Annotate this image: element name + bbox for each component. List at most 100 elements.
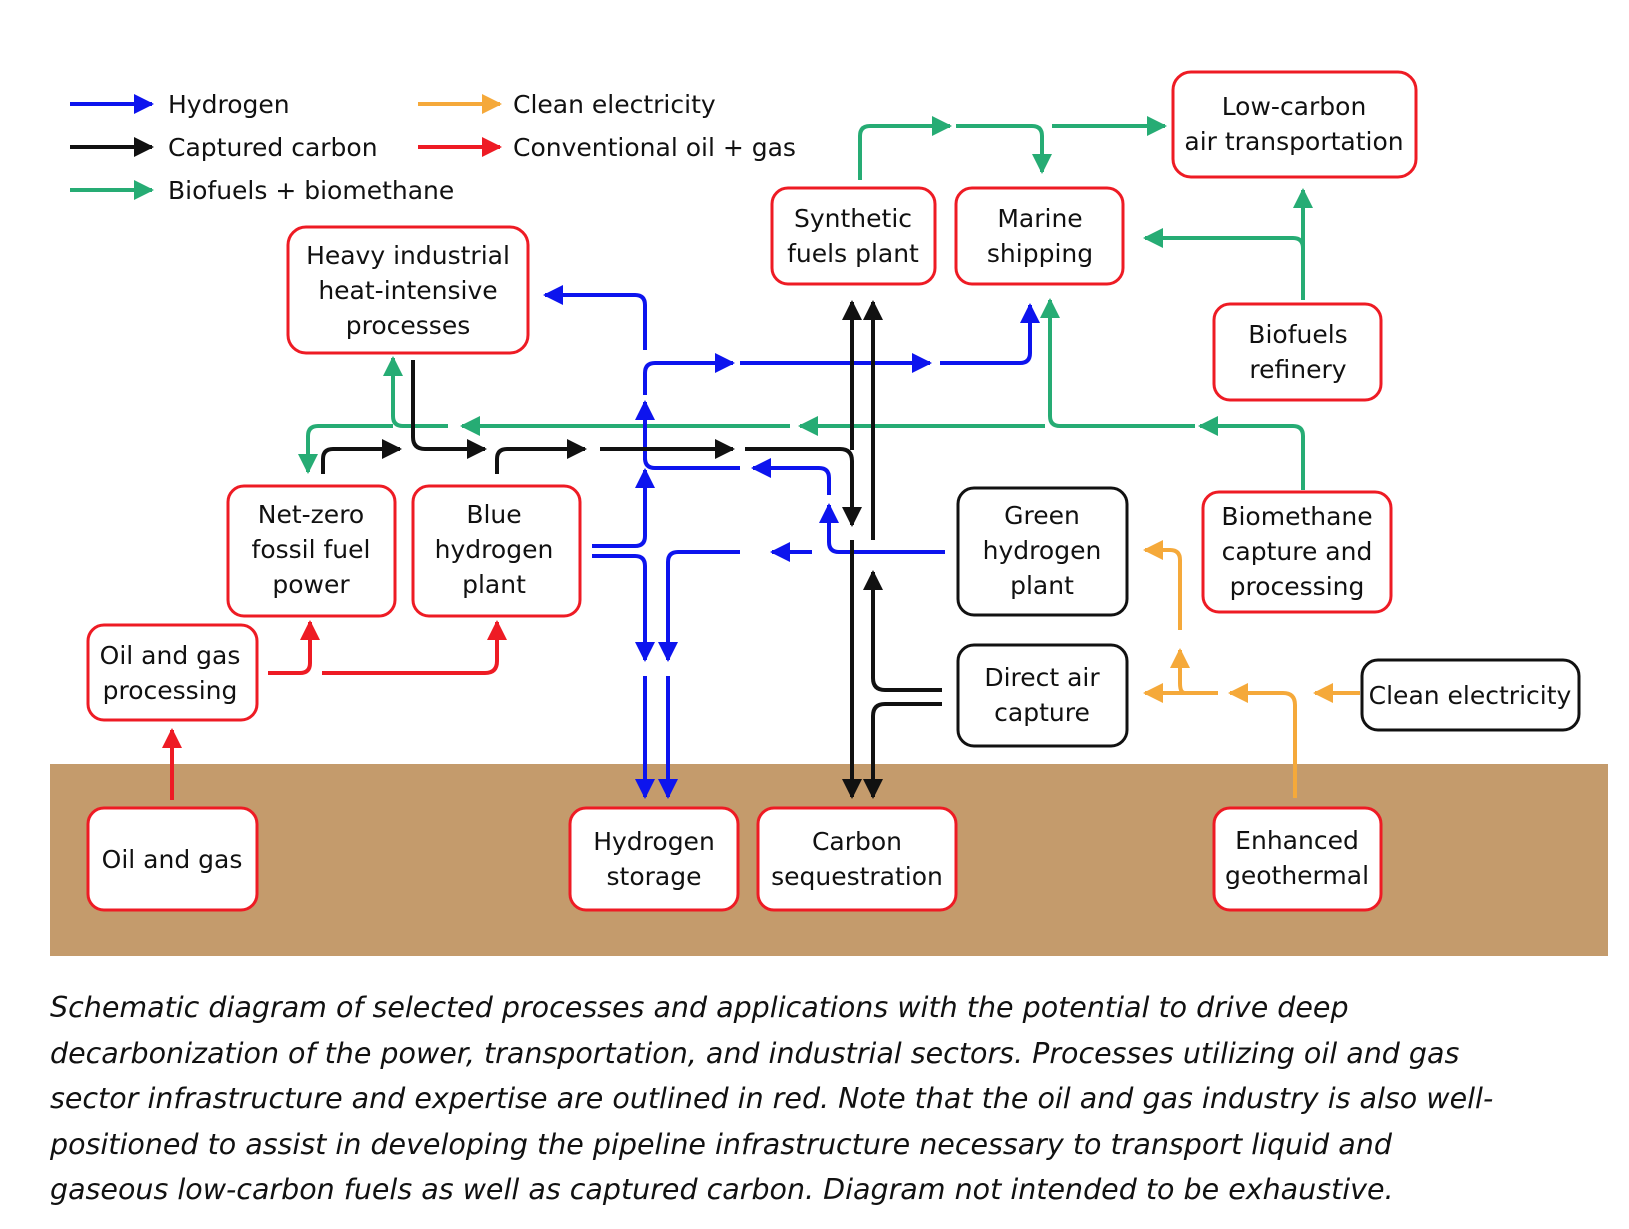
legend-item-biofuels: Biofuels + biomethane: [70, 176, 454, 205]
legend-label-hydrogen: Hydrogen: [168, 90, 290, 119]
legend-item-hydrogen: Hydrogen: [70, 90, 290, 119]
node-label-heavy-industrial-1: Heavy industrial: [306, 241, 510, 270]
node-label-heavy-industrial-2: heat-intensive: [318, 276, 497, 305]
node-green-hydrogen: Green hydrogen plant: [956, 486, 1129, 617]
flow-h2-green-loop: [751, 458, 831, 495]
flow-h2-green-up: [819, 503, 841, 554]
node-box-green-hydrogen: [956, 486, 1129, 617]
node-box-blue-hydrogen: [411, 484, 582, 618]
node-label-biomethane-3: processing: [1230, 572, 1365, 601]
node-hydrogen-storage: Hydrogen storage: [568, 806, 740, 912]
flow-biofuels-synthetic-to-air-1: [858, 116, 952, 180]
node-biomethane: Biomethane capture and processing: [1201, 490, 1393, 614]
flow-h2-to-marine: [940, 303, 1040, 365]
node-label-synthetic-fuels-1: Synthetic: [794, 204, 912, 233]
node-label-oil-gas-processing-2: processing: [103, 676, 238, 705]
node-marine-shipping: Marine shipping: [954, 186, 1125, 286]
node-label-hydrogen-storage-1: Hydrogen: [593, 827, 715, 856]
flow-co2-netzero-east: [321, 439, 402, 474]
node-box-biomethane: [1201, 490, 1393, 614]
caption-line-4: positioned to assist in developing the p…: [50, 1127, 1392, 1161]
legend-label-captured-carbon: Captured carbon: [168, 133, 378, 162]
node-box-hydrogen-storage: [568, 806, 740, 912]
node-box-low-carbon-air: [1171, 70, 1418, 179]
node-label-net-zero-power-2: fossil fuel: [252, 535, 371, 564]
node-label-clean-electricity-1: Clean electricity: [1369, 681, 1572, 710]
node-box-oil-gas-processing: [86, 623, 259, 722]
node-clean-electricity: Clean electricity: [1360, 658, 1581, 732]
legend-label-clean-electricity: Clean electricity: [513, 90, 716, 119]
flow-h2-loop-to-trunk: [643, 430, 740, 470]
node-label-green-hydrogen-3: plant: [1010, 571, 1074, 600]
node-direct-air-capture: Direct air capture: [956, 643, 1129, 748]
flow-co2-blue-east: [495, 439, 587, 474]
node-label-green-hydrogen-1: Green: [1004, 501, 1080, 530]
flow-elec-to-green: [1143, 540, 1182, 630]
node-low-carbon-air: Low-carbon air transportation: [1171, 70, 1418, 179]
flow-h2-blue-to-storage: [592, 554, 655, 662]
node-label-marine-shipping-2: shipping: [987, 239, 1093, 268]
node-label-direct-air-capture-2: capture: [994, 698, 1090, 727]
legend-label-oil-gas: Conventional oil + gas: [513, 133, 796, 162]
flow-co2-heavy-down: [411, 360, 487, 459]
node-heavy-industrial: Heavy industrial heat-intensive processe…: [286, 225, 530, 355]
node-carbon-sequestration: Carbon sequestration: [756, 806, 958, 912]
node-label-enhanced-geothermal-1: Enhanced: [1235, 826, 1359, 855]
decarbonization-diagram: Hydrogen Captured carbon Biofuels + biom…: [50, 70, 1608, 956]
legend-item-oil-gas: Conventional oil + gas: [418, 133, 796, 162]
flow-biomethane-to-marine-2: [1040, 298, 1195, 428]
flow-biomethane-to-heavy: [383, 356, 448, 428]
node-box-clean-electricity: [1360, 658, 1581, 732]
node-net-zero-power: Net-zero fossil fuel power: [226, 484, 397, 618]
node-label-blue-hydrogen-3: plant: [462, 570, 526, 599]
node-biofuels-refinery: Biofuels refinery: [1212, 302, 1383, 402]
flow-h2-trunk-east-1: [643, 353, 735, 395]
node-label-net-zero-power-3: power: [272, 570, 350, 599]
node-label-heavy-industrial-3: processes: [346, 311, 470, 340]
flow-elec-geothermal-up: [1228, 683, 1297, 798]
node-label-low-carbon-air-1: Low-carbon: [1222, 92, 1367, 121]
nodes: Low-carbon air transportation Synthetic …: [86, 70, 1581, 912]
flow-h2-to-heavy: [543, 285, 647, 350]
flow-co2-dac-down: [863, 702, 942, 799]
node-box-marine-shipping: [954, 186, 1125, 286]
flow-oil-to-netzero: [268, 620, 320, 675]
caption-line-3: sector infrastructure and expertise are …: [50, 1082, 1494, 1115]
node-box-direct-air-capture: [956, 643, 1129, 748]
node-label-blue-hydrogen-2: hydrogen: [435, 535, 554, 564]
flow-refinery-to-marine: [1143, 228, 1305, 262]
legend-item-captured-carbon: Captured carbon: [70, 133, 378, 162]
flow-biofuels-to-marine: [956, 124, 1052, 174]
node-label-hydrogen-storage-2: storage: [607, 862, 702, 891]
node-synthetic-fuels: Synthetic fuels plant: [770, 186, 937, 286]
flow-biomethane-to-marine: [1198, 416, 1305, 490]
node-box-synthetic-fuels: [770, 186, 937, 286]
caption-line-5: gaseous low-carbon fuels as well as capt…: [50, 1173, 1394, 1206]
node-label-biofuels-refinery-1: Biofuels: [1248, 320, 1347, 349]
node-label-biofuels-refinery-2: refinery: [1249, 355, 1346, 384]
node-box-oil-and-gas: [86, 806, 259, 912]
node-box-carbon-sequestration: [756, 806, 958, 912]
flow-oil-to-blue: [322, 620, 507, 675]
node-label-blue-hydrogen-1: Blue: [466, 500, 521, 529]
flow-h2-blue-up: [592, 468, 655, 548]
node-label-oil-gas-processing-1: Oil and gas: [100, 641, 241, 670]
node-oil-and-gas: Oil and gas: [86, 806, 259, 912]
legend-item-clean-electricity: Clean electricity: [418, 90, 716, 119]
flow-co2-dac-up: [863, 570, 942, 692]
legend-label-biofuels: Biofuels + biomethane: [168, 176, 454, 205]
flow-h2-green-to-storage: [658, 550, 740, 662]
flow-biomethane-to-netzero: [298, 424, 393, 474]
node-label-marine-shipping-1: Marine: [997, 204, 1082, 233]
caption-line-1: Schematic diagram of selected processes …: [50, 991, 1349, 1024]
node-label-oil-and-gas-1: Oil and gas: [102, 845, 243, 874]
node-label-biomethane-1: Biomethane: [1221, 502, 1372, 531]
node-label-carbon-sequestration-2: sequestration: [771, 862, 943, 891]
node-box-biofuels-refinery: [1212, 302, 1383, 402]
node-label-green-hydrogen-2: hydrogen: [983, 536, 1102, 565]
node-label-carbon-sequestration-1: Carbon: [812, 827, 902, 856]
node-label-net-zero-power-1: Net-zero: [258, 500, 364, 529]
node-box-enhanced-geothermal: [1212, 806, 1383, 912]
caption-line-2: decarbonization of the power, transporta…: [50, 1036, 1460, 1070]
node-label-synthetic-fuels-2: fuels plant: [787, 239, 919, 268]
